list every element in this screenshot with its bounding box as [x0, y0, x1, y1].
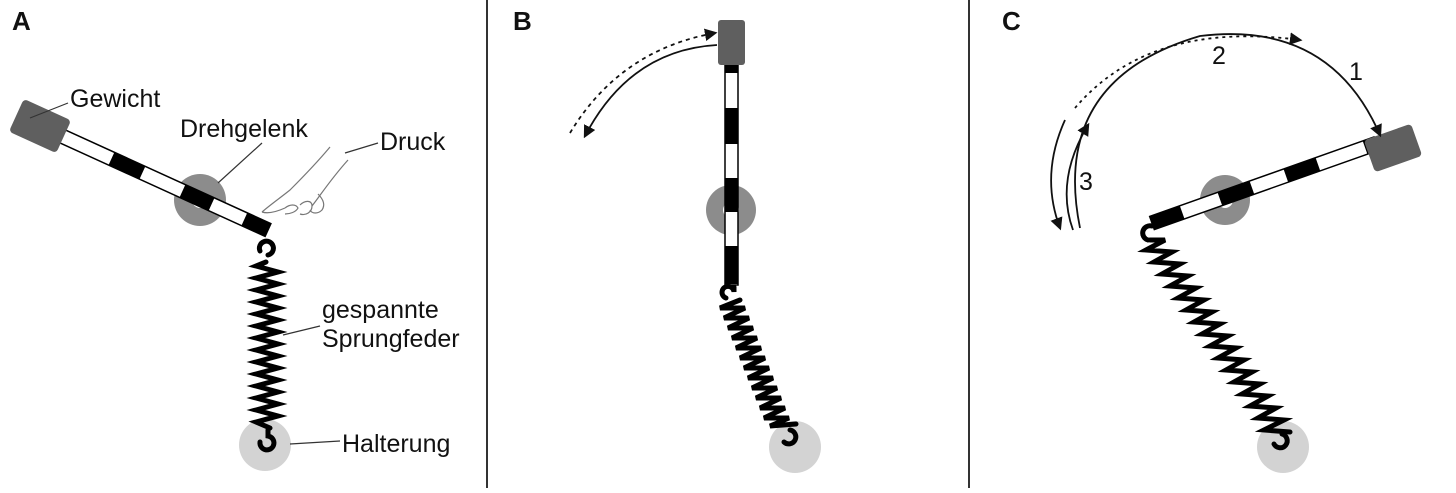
panel-divider-2 — [968, 0, 970, 488]
label-anchor: Halterung — [342, 430, 450, 458]
pressing-hand-icon — [261, 146, 349, 216]
arc-dashed-c — [1074, 32, 1303, 109]
panel-label-a: A — [12, 6, 31, 36]
spring-b — [719, 283, 799, 447]
weight-b — [718, 20, 745, 65]
label-pivot: Drehgelenk — [180, 115, 308, 143]
label-spring-line2: Sprungfeder — [322, 325, 460, 353]
arc-down-c — [1050, 119, 1066, 231]
weight-a — [10, 100, 70, 152]
step-3: 3 — [1079, 168, 1093, 196]
label-spring-line1: gespannte — [322, 296, 439, 324]
lever-bar-b — [724, 59, 739, 286]
weight-c — [1364, 124, 1422, 172]
swing-arrow-solid-b — [583, 44, 718, 139]
panel-b: B — [513, 6, 821, 473]
swing-arrow-dashed-b — [569, 28, 718, 134]
arc-up-c — [1065, 122, 1090, 231]
panel-a: A — [10, 6, 460, 471]
leader-lines-a — [29, 102, 379, 445]
label-press: Druck — [380, 128, 446, 156]
lever-bar-c — [1148, 135, 1380, 231]
panel-c: C 1 2 3 — [1002, 6, 1422, 473]
panel-label-c: C — [1002, 6, 1021, 36]
panel-label-b: B — [513, 6, 532, 36]
anchor-mount — [239, 419, 291, 471]
label-weight: Gewicht — [70, 85, 160, 113]
spring-c — [1137, 223, 1294, 451]
panel-divider-1 — [486, 0, 488, 488]
spring-a — [246, 238, 288, 453]
arc-main-c — [1074, 33, 1382, 229]
step-2: 2 — [1212, 42, 1226, 70]
anchor-mount-b — [769, 421, 821, 473]
step-1: 1 — [1349, 58, 1363, 86]
